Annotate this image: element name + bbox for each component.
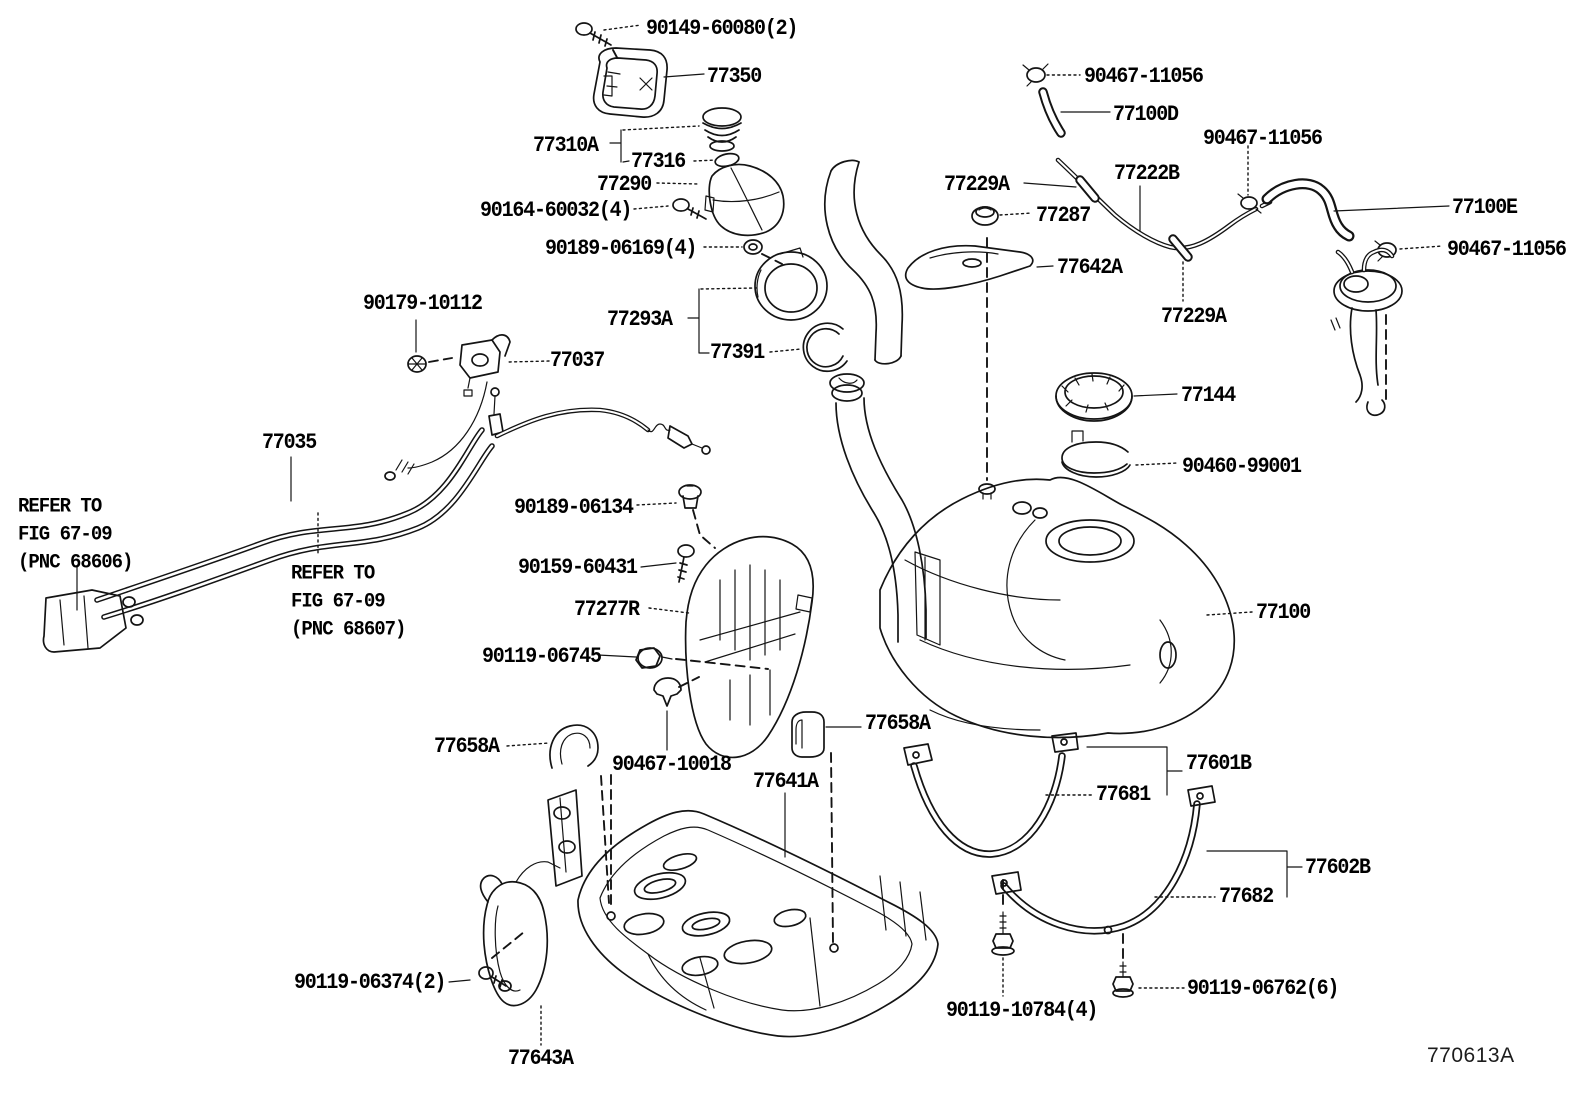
part-label-77222B: 77222B <box>1114 161 1180 187</box>
bolt-90119-06762-drawing <box>1112 933 1134 998</box>
filler-pipe-upper-drawing <box>824 159 904 365</box>
fuel-cap-77310A-drawing <box>702 107 742 152</box>
part-label-77658A-left: 77658A <box>434 734 500 760</box>
part-label-77037: 77037 <box>550 348 605 374</box>
part-label-77277R: 77277R <box>574 597 640 623</box>
part-label-90467-11056-top: 90467-11056 <box>1084 64 1204 90</box>
part-label-77642A: 77642A <box>1057 255 1123 281</box>
part-label-77681: 77681 <box>1096 782 1151 808</box>
hose-77293A-drawing <box>754 247 828 321</box>
part-label-77144: 77144 <box>1181 383 1236 409</box>
part-label-77100D: 77100D <box>1113 102 1179 128</box>
fuel-sender-unit-drawing <box>1330 247 1403 417</box>
grommet-77287-drawing <box>971 206 999 226</box>
part-label-90119-06762: 90119-06762(6) <box>1187 976 1339 1002</box>
part-label-90179-10112: 90179-10112 <box>363 291 483 317</box>
part-label-90189-06134: 90189-06134 <box>514 495 634 521</box>
part-label-77035: 77035 <box>262 430 317 456</box>
screw-90119-06374-drawing <box>478 931 525 992</box>
part-label-77316: 77316 <box>631 149 686 175</box>
cushion-77229A-upper-drawing <box>1075 175 1100 203</box>
part-label-77602B: 77602B <box>1305 855 1371 881</box>
cushion-77229A-lower-drawing <box>1168 234 1193 262</box>
figure-code: 770613A <box>1427 1044 1515 1067</box>
fuel-tank-77100-drawing <box>879 476 1236 739</box>
pin-90467-10018-drawing <box>653 677 682 707</box>
strap-77681-drawing <box>903 732 1079 858</box>
part-label-77229A-upper: 77229A <box>944 172 1010 198</box>
leader-lines <box>76 24 1450 1046</box>
lock-ring-77144-drawing <box>1055 372 1133 422</box>
refer-note-pnc-68606: REFER TO FIG 67-09 (PNC 68606) <box>18 494 133 575</box>
part-label-77229A-lower: 77229A <box>1161 304 1227 330</box>
refer-note-pnc-68607: REFER TO FIG 67-09 (PNC 68607) <box>291 561 406 642</box>
part-label-90119-06745: 90119-06745 <box>482 644 602 670</box>
plug-90189-06134-drawing <box>678 484 702 509</box>
tube-77100D-drawing <box>1038 87 1066 138</box>
part-label-77350: 77350 <box>707 64 762 90</box>
gasket-77350-drawing <box>592 47 668 118</box>
part-label-90189-06169: 90189-06169(4) <box>545 236 697 262</box>
snap-ring-77391-drawing <box>802 322 848 373</box>
nut-90189-06169-drawing <box>743 239 783 265</box>
bracket-77642A-drawing <box>904 244 1034 290</box>
part-label-90119-10784: 90119-10784(4) <box>946 998 1098 1024</box>
shield-77290-drawing <box>704 163 785 237</box>
part-label-90467-10018: 90467-10018 <box>612 752 732 778</box>
part-label-77290: 77290 <box>597 172 652 198</box>
shield-77643A-drawing <box>479 861 561 1007</box>
fuel-cable-drawing <box>488 387 711 455</box>
part-label-77643A: 77643A <box>508 1046 574 1072</box>
part-label-90467-11056-right: 90467-11056 <box>1447 237 1567 263</box>
clamp-90467-11056-top-drawing <box>1022 63 1049 87</box>
part-label-90159-60431: 90159-60431 <box>518 555 638 581</box>
screw-90164-drawing <box>672 198 707 220</box>
clamp-90467-11056-mid-drawing <box>1237 193 1262 214</box>
part-label-77293A: 77293A <box>607 307 673 333</box>
part-label-77287: 77287 <box>1036 203 1091 229</box>
part-label-77682: 77682 <box>1219 884 1274 910</box>
fuel-tubes-77035-drawing <box>42 427 495 653</box>
clip-77658A-left-drawing <box>549 724 599 769</box>
cable-to-lever-drawing <box>384 381 488 481</box>
part-label-77601B: 77601B <box>1186 751 1252 777</box>
part-label-77641A: 77641A <box>753 769 819 795</box>
part-label-77310A: 77310A <box>533 133 599 159</box>
part-label-90164-60032: 90164-60032(4) <box>480 198 632 224</box>
part-label-77658A-right: 77658A <box>865 711 931 737</box>
clip-77658A-right-drawing <box>791 711 825 758</box>
part-label-90149-60080: 90149-60080(2) <box>646 16 798 42</box>
part-label-77100E: 77100E <box>1452 195 1518 221</box>
filler-pipe-lower-drawing <box>829 373 927 643</box>
lever-assembly-77037-drawing <box>407 334 511 397</box>
screw-90149-drawing <box>575 22 621 64</box>
retainer-90460-99001-drawing <box>1061 430 1131 478</box>
bolt-90119-06745-drawing <box>635 647 673 669</box>
part-label-77391: 77391 <box>710 340 765 366</box>
shield-77277R-drawing <box>684 536 815 759</box>
bolt-90119-10784-drawing <box>991 879 1015 956</box>
protector-77641A-drawing <box>547 789 939 1038</box>
part-label-77100: 77100 <box>1256 600 1311 626</box>
hose-77100E-drawing <box>1261 178 1355 242</box>
screw-90159-60431-drawing <box>677 544 695 583</box>
part-label-90119-06374: 90119-06374(2) <box>294 970 446 996</box>
part-label-90460-99001: 90460-99001 <box>1182 454 1302 480</box>
strap-77682-drawing <box>991 785 1216 935</box>
part-label-90467-11056-mid: 90467-11056 <box>1203 126 1323 152</box>
